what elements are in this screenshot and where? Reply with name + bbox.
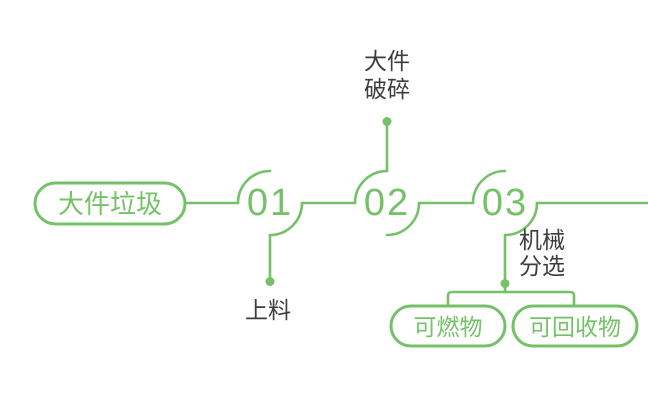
- step2-branch-label-line1: 大件: [364, 48, 410, 74]
- step3-split-bracket: [446, 290, 576, 308]
- step3-left-arc: [471, 169, 507, 205]
- step3-right-arc: [503, 201, 539, 237]
- step1-branch-label: 上料: [245, 297, 291, 323]
- output-pill-combustible: [389, 304, 507, 348]
- step2-branch-label-line2: 破碎: [364, 76, 410, 102]
- step3-branch-label-line2: 分选: [519, 253, 565, 279]
- step2-left-arc: [353, 169, 389, 205]
- step1-branch-dot: [265, 277, 275, 286]
- output-pill-recyclable: [511, 304, 639, 348]
- step3-number: 03: [482, 182, 528, 224]
- step1-number: 01: [247, 182, 293, 224]
- output-pill-recyclable-label: 可回收物: [529, 314, 621, 340]
- source-pill-label: 大件垃圾: [58, 189, 162, 219]
- step1-left-arc: [236, 169, 272, 205]
- step2-number: 02: [364, 182, 410, 224]
- step2-branch-dot: [382, 117, 392, 126]
- step2-right-arc: [385, 201, 421, 237]
- step3-branch-dot: [500, 279, 510, 288]
- source-pill: [33, 181, 187, 226]
- step3-branch-label-line1: 机械: [519, 227, 565, 253]
- step1-right-arc: [268, 201, 304, 237]
- output-pill-combustible-label: 可燃物: [414, 314, 483, 340]
